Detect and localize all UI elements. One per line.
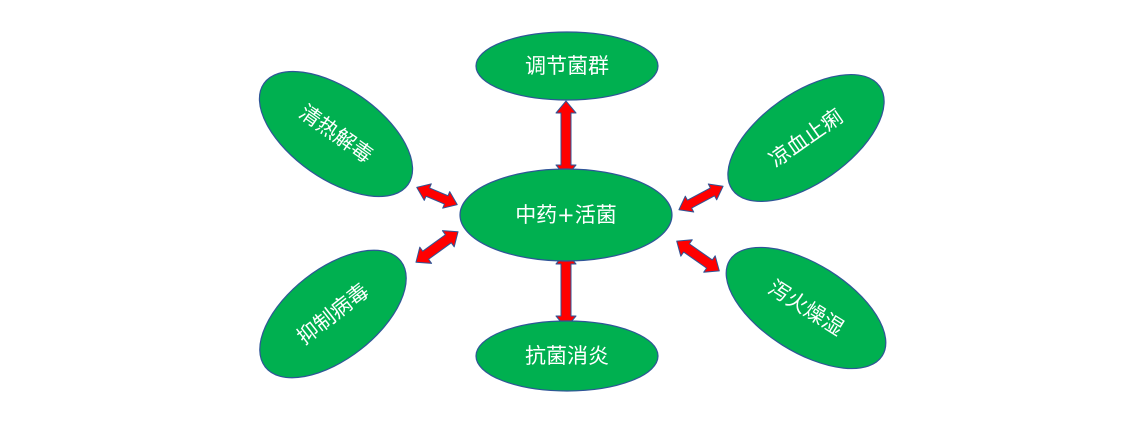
arrows	[415, 100, 724, 329]
node-bottom-ellipse	[475, 320, 659, 392]
arrow-center-upper-left	[416, 183, 458, 209]
node-lower-right: 泻火燥湿	[725, 246, 887, 370]
node-upper-right-ellipse	[727, 73, 885, 203]
arrow-center-top	[555, 100, 577, 178]
center-ellipse	[459, 168, 673, 262]
node-top-ellipse	[475, 31, 659, 101]
node-upper-right: 凉血止痢	[727, 73, 885, 203]
arrow-center-bottom	[555, 251, 577, 329]
arrow-center-upper-right	[678, 183, 724, 213]
node-top: 调节菌群	[475, 31, 659, 101]
center-label: 中药+活菌	[515, 203, 617, 227]
node-lower-left-ellipse	[259, 249, 407, 379]
node-bottom: 抗菌消炎	[475, 320, 659, 392]
node-upper-left: 清热解毒	[258, 70, 414, 198]
node-bottom-label: 抗菌消炎	[525, 344, 609, 368]
node-lower-left: 抑制病毒	[259, 249, 407, 379]
arrow-center-lower-right	[676, 239, 720, 273]
node-top-label: 调节菌群	[525, 54, 609, 78]
node-lower-right-ellipse	[725, 246, 887, 370]
arrow-center-lower-left	[415, 230, 459, 264]
center-node: 中药+活菌	[459, 168, 673, 262]
